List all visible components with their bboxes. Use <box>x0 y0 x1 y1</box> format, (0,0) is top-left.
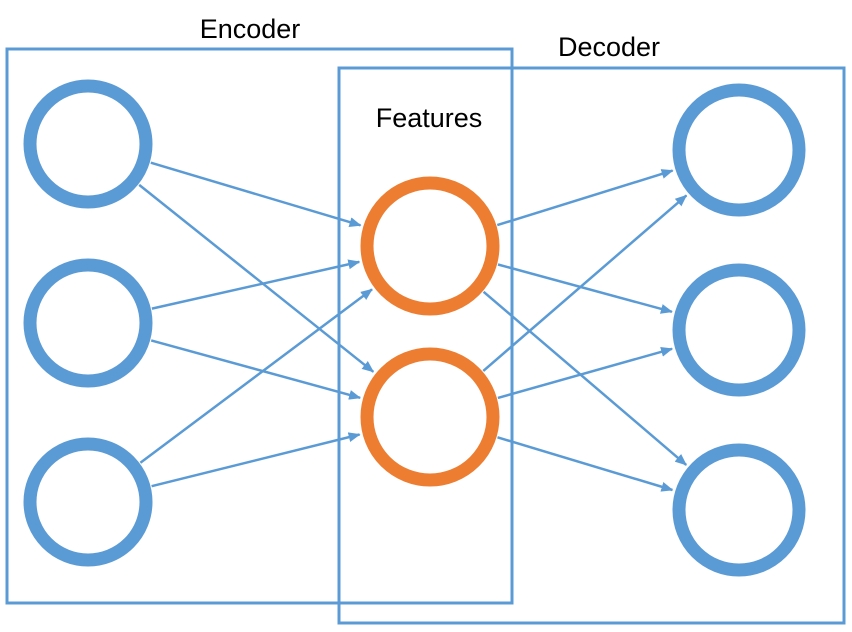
arrow-feature-node-1-to-output-node-1 <box>496 169 674 227</box>
output-node-1 <box>672 83 806 217</box>
arrow-input-node-1-to-feature-node-1 <box>150 161 362 227</box>
decoder-label: Decoder <box>558 32 660 62</box>
output-node-3 <box>672 443 806 577</box>
input-node-2 <box>23 258 153 388</box>
arrow-feature-node-2-to-output-node-1 <box>482 194 688 372</box>
features-label: Features <box>376 103 483 133</box>
arrow-feature-node-2-to-output-node-3 <box>497 436 674 492</box>
arrow-feature-node-2-to-output-node-2 <box>497 346 674 400</box>
arrow-input-node-3-to-feature-node-2 <box>151 432 361 488</box>
feature-node-2 <box>360 347 500 487</box>
output-node-2 <box>672 263 806 397</box>
arrow-input-node-2-to-feature-node-1 <box>151 259 361 310</box>
edges-group <box>138 161 688 492</box>
feature-node-1 <box>360 176 500 316</box>
encoder-label: Encoder <box>200 14 301 44</box>
encoder-box <box>5 47 514 605</box>
input-node-1 <box>23 79 153 209</box>
input-node-3 <box>23 437 153 567</box>
arrow-input-node-1-to-feature-node-2 <box>138 183 375 373</box>
arrow-feature-node-1-to-output-node-2 <box>497 263 673 314</box>
arrow-input-node-2-to-feature-node-2 <box>150 339 362 400</box>
arrow-input-node-3-to-feature-node-1 <box>139 288 373 464</box>
nodes-group <box>23 79 806 577</box>
arrow-feature-node-1-to-output-node-3 <box>482 290 688 466</box>
